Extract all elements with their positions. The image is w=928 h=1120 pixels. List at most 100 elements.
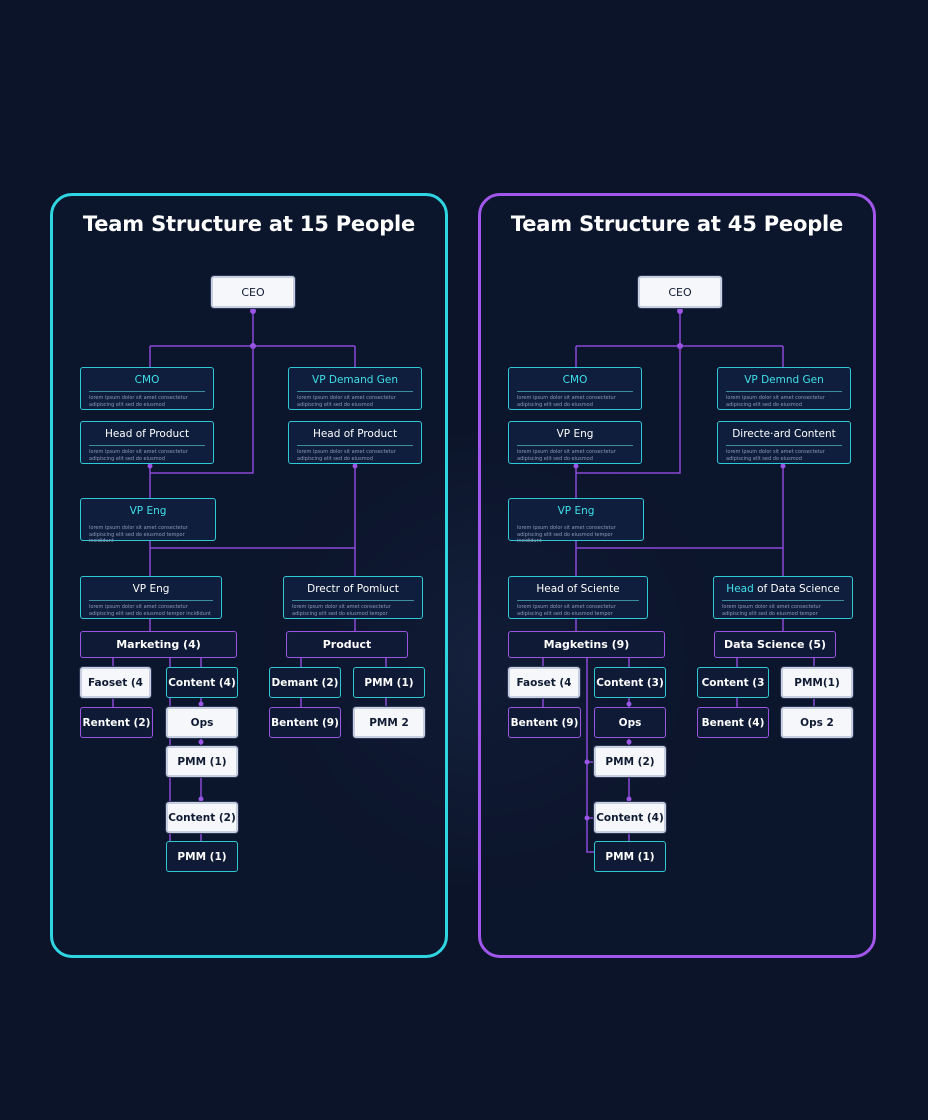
pill-label: Ops [190,716,214,729]
data-science-team-node[interactable]: Data Science (5) [714,631,836,658]
node-divider [89,600,213,601]
vp-eng-node[interactable]: VP Eng lorem ipsum dolor sit amet consec… [508,421,642,464]
node-description: lorem ipsum dolor sit amet consectetur a… [89,604,211,617]
head-of-data-science-node[interactable]: Head of Data Science lorem ipsum dolor s… [713,576,853,619]
vp-eng-node[interactable]: VP Eng lorem ipsum dolor sit amet consec… [80,498,216,544]
node-divider [517,391,633,392]
pill-label: Bentent (9) [271,716,339,729]
team-pill[interactable]: Benent (4) [697,707,769,738]
team-pill[interactable]: PMM (1) [166,841,238,872]
node-title: CMO [562,374,588,386]
pill-label: Bentent (9) [510,716,579,729]
product-team-node[interactable]: Product [286,631,408,658]
panel-title: Team Structure at 45 People [510,212,844,236]
pill-label: Faoset (4 [516,676,572,689]
pill-label: PMM (1) [177,850,227,863]
director-of-content-node[interactable]: Directe·ard Content lorem ipsum dolor si… [717,421,851,464]
team-pill[interactable]: Bentent (9) [269,707,341,738]
pill-label: Content (4) [168,676,236,689]
team-pill[interactable]: Content (4) [166,667,238,698]
cmo-node[interactable]: CMO lorem ipsum dolor sit amet consectet… [508,367,642,410]
head-of-product-node-right[interactable]: Head of Product lorem ipsum dolor sit am… [288,421,422,464]
vp-eng-node-lower[interactable]: VP Eng lorem ipsum dolor sit amet consec… [80,576,222,619]
pill-label: PMM 2 [369,716,409,729]
ceo-node[interactable]: CEO [211,276,295,308]
node-title: CMO [134,374,160,386]
node-title: Head of Sciente [536,583,620,595]
node-divider [726,445,842,446]
node-title: VP Eng [557,505,595,517]
pill-label: Demant (2) [271,676,339,689]
team-pill[interactable]: PMM (2) [594,746,666,777]
team-pill[interactable]: PMM (1) [166,746,238,777]
node-description: lorem ipsum dolor sit amet consectetur a… [89,395,188,408]
node-title: VP Eng [556,428,594,440]
team-pill[interactable]: Content (2) [166,802,238,833]
node-label: Product [322,638,372,651]
team-pill[interactable]: PMM 2 [353,707,425,738]
marketing-team-node[interactable]: Magketins (9) [508,631,665,658]
vp-eng-node-second[interactable]: VP Eng lorem ipsum dolor sit amet consec… [508,498,644,544]
node-description: lorem ipsum dolor sit amet consectetur a… [722,604,821,617]
team-pill[interactable]: Faoset (4 [80,667,151,698]
head-of-product-node[interactable]: Head of Product lorem ipsum dolor sit am… [80,421,214,464]
team-pill[interactable]: PMM(1) [781,667,853,698]
node-description: lorem ipsum dolor sit amet consectetur a… [297,395,396,408]
head-of-science-node[interactable]: Head of Sciente lorem ipsum dolor sit am… [508,576,648,619]
node-title: Head of Product [312,428,398,440]
pill-label: PMM (1) [605,850,655,863]
ceo-node[interactable]: CEO [638,276,722,308]
pill-label: PMM (1) [177,755,227,768]
node-title: Head of Product [104,428,190,440]
pill-label: Ops [618,716,642,729]
team-pill[interactable]: PMM (1) [353,667,425,698]
pill-label: Benent (4) [701,716,765,729]
team-pill[interactable]: Content (3) [594,667,666,698]
node-label: Data Science (5) [723,638,827,651]
vp-demand-gen-node[interactable]: VP Demnd Gen lorem ipsum dolor sit amet … [717,367,851,410]
node-description: lorem ipsum dolor sit amet consectetur a… [726,449,825,462]
node-divider [89,391,205,392]
node-title: VP Demnd Gen [744,374,824,386]
team-pill[interactable]: Ops 2 [781,707,853,738]
team-pill[interactable]: Bentent (9) [508,707,581,738]
node-label: CEO [241,285,265,299]
node-title-highlight: Head [726,583,754,595]
node-label: Marketing (4) [116,638,201,651]
node-divider [89,445,205,446]
pill-label: PMM(1) [794,676,840,689]
team-pill[interactable]: Rentent (2) [80,707,153,738]
pill-label: PMM (2) [605,755,655,768]
team-pill[interactable]: Content (3 [697,667,769,698]
node-description: lorem ipsum dolor sit amet consectetur a… [297,449,396,462]
node-divider [726,391,842,392]
node-title-rest: of Data Science [753,583,840,595]
panel-15-people: Team Structure at 15 People [50,193,448,958]
node-description: lorem ipsum dolor sit amet consectetur a… [517,604,616,617]
team-pill[interactable]: PMM (1) [594,841,666,872]
node-title: VP Eng [132,583,170,595]
node-description: lorem ipsum dolor sit amet consectetur a… [292,604,391,617]
node-divider [517,445,633,446]
panel-45-people: Team Structure at 45 People [478,193,876,958]
team-pill[interactable]: Ops [594,707,666,738]
node-title: VP Demand Gen [312,374,398,386]
panel-title: Team Structure at 15 People [82,212,416,236]
pill-label: Content (4) [596,811,664,824]
director-of-product-node[interactable]: Drectr of Pomluct lorem ipsum dolor sit … [283,576,423,619]
team-pill[interactable]: Content (4) [594,802,666,833]
team-pill[interactable]: Faoset (4 [508,667,580,698]
pill-label: PMM (1) [364,676,414,689]
team-pill[interactable]: Demant (2) [269,667,341,698]
cmo-node[interactable]: CMO lorem ipsum dolor sit amet consectet… [80,367,214,410]
node-divider [722,600,844,601]
team-pill[interactable]: Ops [166,707,238,738]
vp-demand-gen-node[interactable]: VP Demand Gen lorem ipsum dolor sit amet… [288,367,422,410]
marketing-team-node[interactable]: Marketing (4) [80,631,237,658]
node-description: lorem ipsum dolor sit amet consectetur a… [89,449,188,462]
pill-label: Ops 2 [800,716,834,729]
node-description: lorem ipsum dolor sit amet consectetur a… [517,449,616,462]
node-title: Head of Data Science [722,582,844,596]
node-label: Magketins (9) [543,638,630,651]
node-description: lorem ipsum dolor sit amet consectetur a… [89,525,188,544]
